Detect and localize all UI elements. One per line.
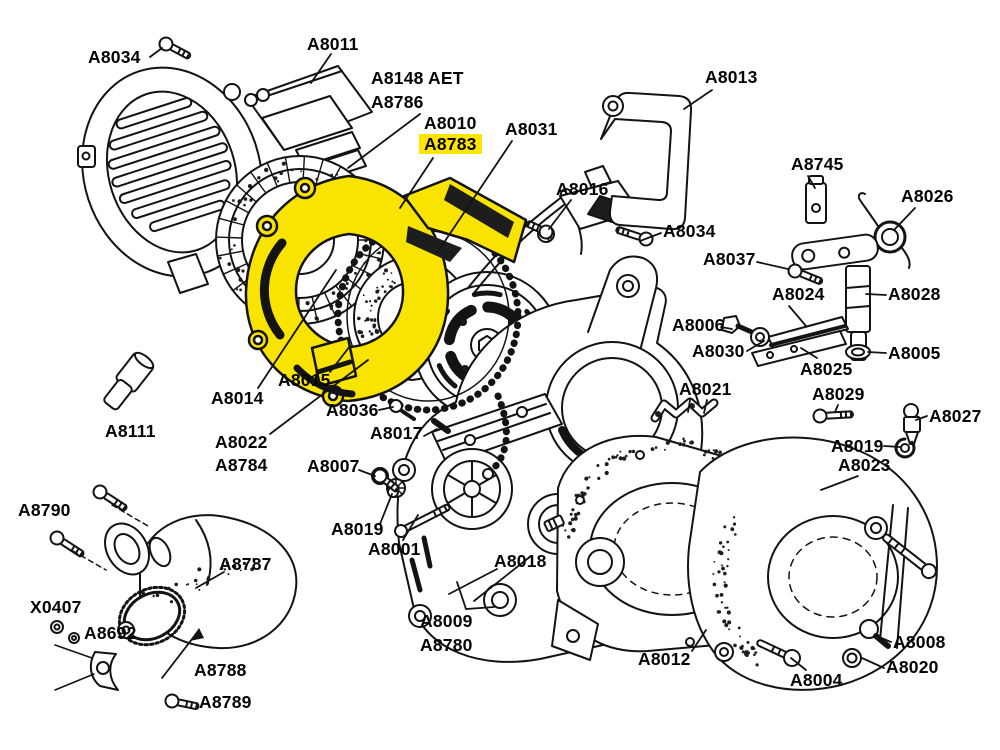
part-label-A8028: A8028 — [888, 284, 941, 304]
part-label-A8007: A8007 — [307, 456, 360, 476]
part-label-A8789: A8789 — [199, 692, 252, 712]
part-label-A8025: A8025 — [800, 359, 853, 379]
part-label-A8111: A8111 — [105, 421, 156, 441]
part-label-A8148-AET: A8148 AET — [371, 68, 464, 88]
part-label-A8783: A8783 — [419, 134, 482, 154]
part-label-A8010: A8010 — [424, 113, 477, 133]
part-label-A8018: A8018 — [494, 551, 547, 571]
bolt-drawings — [49, 36, 854, 711]
part-label-A8786: A8786 — [371, 92, 424, 112]
part-label-A8016: A8016 — [556, 179, 609, 199]
part-label-A8692: A8692 — [84, 623, 137, 643]
dowel-pin-drawing — [103, 351, 155, 411]
fan-cover-drawing — [77, 66, 263, 294]
part-label-A8026: A8026 — [901, 186, 954, 206]
bracket-drawing — [559, 91, 693, 231]
part-label-A8017: A8017 — [370, 423, 423, 443]
part-label-A8005: A8005 — [888, 343, 941, 363]
part-label-A8027: A8027 — [929, 406, 982, 426]
part-label-A8030: A8030 — [692, 341, 745, 361]
part-label-A8790: A8790 — [18, 500, 71, 520]
part-label-A8029: A8029 — [812, 384, 865, 404]
part-label-A8019: A8019 — [831, 436, 884, 456]
part-label-A8011: A8011 — [307, 34, 359, 54]
part-label-A8021: A8021 — [679, 379, 732, 399]
part-label-A8008: A8008 — [893, 632, 946, 652]
gasket-ring-drawing — [334, 218, 522, 480]
part-label-A8784: A8784 — [215, 455, 268, 475]
part-label-A8780: A8780 — [420, 635, 473, 655]
part-label-A8014: A8014 — [211, 388, 264, 408]
part-label-A8031: A8031 — [505, 119, 558, 139]
part-label-A8019: A8019 — [331, 519, 384, 539]
part-label-A8034: A8034 — [88, 47, 141, 67]
part-label-X0407: X0407 — [30, 597, 82, 617]
fan-shroud-highlighted-drawing — [244, 174, 528, 408]
part-label-A8788: A8788 — [194, 660, 247, 680]
leader-lines — [72, 47, 928, 679]
part-label-A8037: A8037 — [703, 249, 756, 269]
part-label-A8009: A8009 — [420, 611, 473, 631]
part-label-A8006: A8006 — [672, 315, 725, 335]
part-label-A8013: A8013 — [705, 67, 758, 87]
part-label-A8024: A8024 — [772, 284, 825, 304]
part-label-A8004: A8004 — [790, 670, 843, 690]
part-label-A8012: A8012 — [638, 649, 691, 669]
part-label-A8787: A8787 — [219, 554, 272, 574]
part-label-A8023: A8023 — [838, 455, 891, 475]
part-label-A8036: A8036 — [326, 400, 379, 420]
part-label-A8020: A8020 — [886, 657, 939, 677]
hardware-right-drawings — [721, 175, 921, 668]
kickstart-housing-drawing — [50, 514, 298, 691]
part-label-A8745: A8745 — [791, 154, 844, 174]
part-label-A8001: A8001 — [368, 539, 421, 559]
part-label-A8034: A8034 — [663, 221, 716, 241]
part-label-A8015: A8015 — [278, 370, 331, 390]
part-label-A8022: A8022 — [215, 432, 268, 452]
